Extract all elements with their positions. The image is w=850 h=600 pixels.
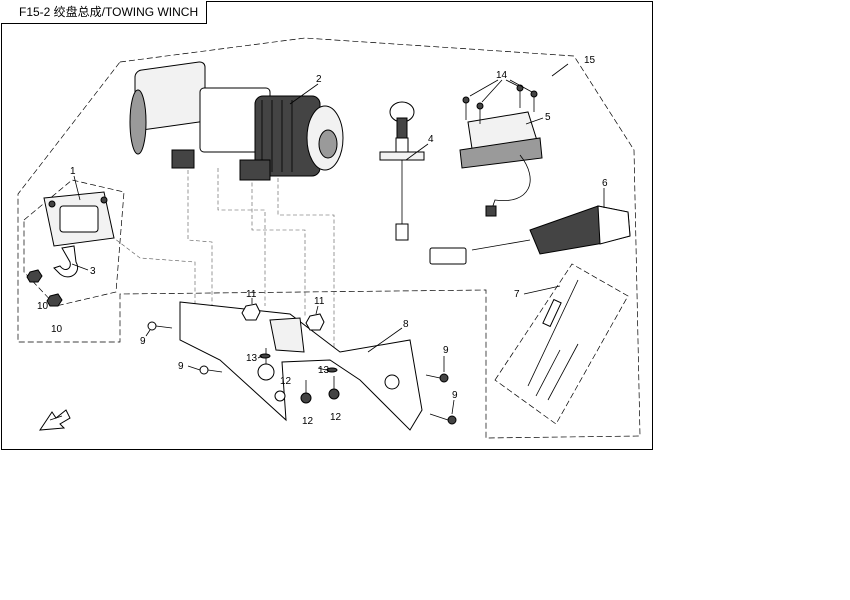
callout-9-c: 9 xyxy=(443,345,449,356)
callout-12-c: 12 xyxy=(330,412,342,423)
group-outline-1-3 xyxy=(23,179,125,307)
callout-13-a: 13 xyxy=(246,353,258,364)
callout-12-b: 12 xyxy=(302,416,314,427)
roller-fairlead xyxy=(43,191,115,247)
bolt-9-b xyxy=(199,365,223,375)
hook xyxy=(53,245,78,278)
power-cables xyxy=(527,279,579,401)
callout-9-d: 9 xyxy=(452,390,458,401)
nut-11-a xyxy=(241,303,261,321)
callout-12-a: 12 xyxy=(280,376,292,387)
contactor-box xyxy=(459,111,543,217)
callout-10-a: 10 xyxy=(37,301,49,312)
callout-4: 4 xyxy=(428,134,434,145)
remote-control xyxy=(429,205,631,265)
bolt-10-b xyxy=(46,293,63,307)
callout-15: 15 xyxy=(584,55,596,66)
bolt-9-c xyxy=(425,373,449,383)
washer-13-b xyxy=(326,367,338,373)
bolt-9-a xyxy=(147,321,173,331)
winch-assembly xyxy=(129,61,344,181)
nut-11-b xyxy=(305,313,325,331)
group-outline-7 xyxy=(494,263,629,425)
callout-2: 2 xyxy=(316,74,322,85)
callout-11-b: 11 xyxy=(314,296,325,307)
direction-arrow-icon xyxy=(39,409,71,431)
connector-plug xyxy=(379,101,425,241)
callout-6: 6 xyxy=(602,178,608,189)
bolt-9-d xyxy=(429,413,457,425)
bolt-10-a xyxy=(26,269,43,283)
mounting-bracket xyxy=(179,301,423,431)
callout-3: 3 xyxy=(90,266,96,277)
callout-9-b: 9 xyxy=(178,361,184,372)
bolt-12-c xyxy=(328,376,340,400)
group-outline-15 xyxy=(17,37,641,439)
callout-1: 1 xyxy=(70,166,76,177)
callout-leaders xyxy=(71,63,605,415)
callout-5: 5 xyxy=(545,112,551,123)
callout-10-b: 10 xyxy=(51,324,63,335)
callout-7: 7 xyxy=(514,289,520,300)
bolt-12-b xyxy=(300,380,312,404)
washer-13-a xyxy=(259,353,271,359)
callout-9-a: 9 xyxy=(140,336,146,347)
callout-14: 14 xyxy=(496,70,508,81)
screws-14 xyxy=(462,84,538,124)
diagram-title: F15-2 绞盘总成/TOWING WINCH xyxy=(1,1,207,24)
callout-13-b: 13 xyxy=(318,365,330,376)
callout-11-a: 11 xyxy=(246,289,257,300)
callout-8: 8 xyxy=(403,319,409,330)
